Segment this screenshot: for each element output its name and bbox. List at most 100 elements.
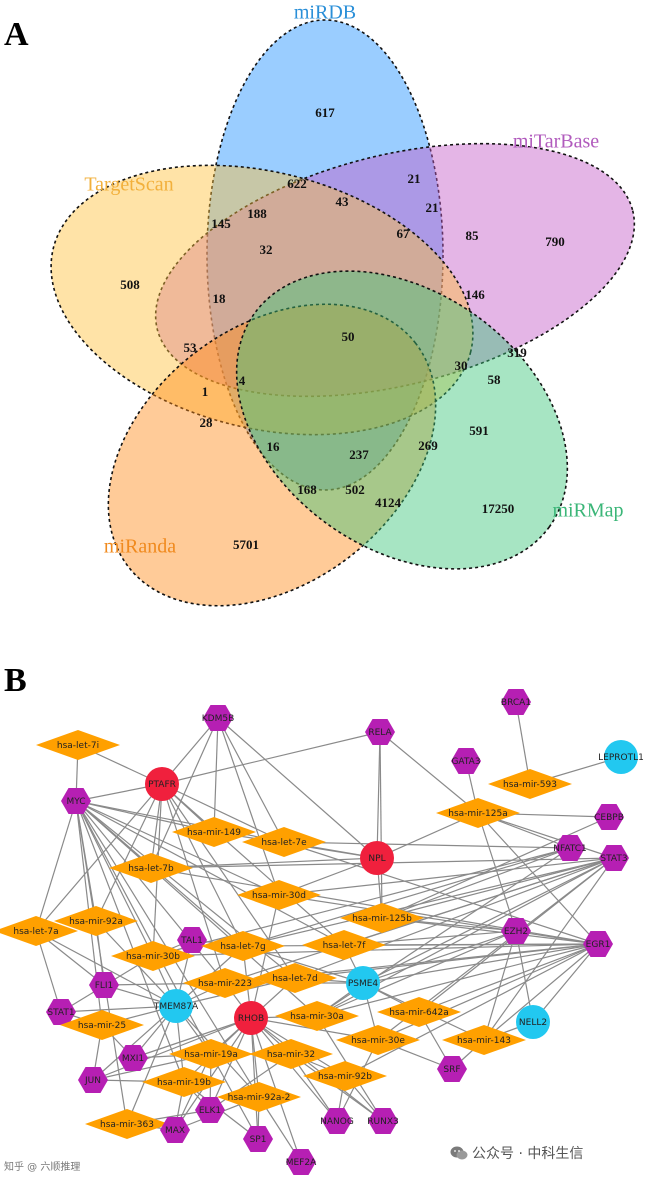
node-rhob[interactable]: RHOB [234,1001,268,1035]
node-shape [322,1108,352,1134]
node-label: hsa-let-7f [323,941,367,951]
node-stat1[interactable]: STAT1 [46,999,76,1025]
network-edge [75,800,345,946]
node-cebpb[interactable]: CEBPB [594,804,624,830]
venn-set-mirdb [206,19,444,491]
node-mir92a[interactable]: hsa-mir-92a [54,906,138,936]
network-edge [161,783,345,946]
node-mir92a2[interactable]: hsa-mir-92a-2 [217,1082,301,1112]
node-rela[interactable]: RELA [365,719,395,745]
network-edge [75,800,185,1083]
node-nfatc1[interactable]: NFATC1 [553,835,587,861]
node-let7i[interactable]: hsa-let-7i [36,730,120,760]
node-elk1[interactable]: ELK1 [195,1097,225,1123]
node-stat3[interactable]: STAT3 [599,845,629,871]
node-mir19a[interactable]: hsa-mir-19a [169,1039,253,1069]
node-let7d[interactable]: hsa-let-7d [253,963,337,993]
node-mir125b[interactable]: hsa-mir-125b [340,903,424,933]
node-let7a[interactable]: hsa-let-7a [0,916,78,946]
node-mir92b[interactable]: hsa-mir-92b [303,1061,387,1091]
node-shape [286,1149,316,1175]
node-ptafr[interactable]: PTAFR [145,767,179,801]
node-mir223[interactable]: hsa-mir-223 [183,968,267,998]
node-myc[interactable]: MYC [61,788,91,814]
node-fli1[interactable]: FLI1 [89,972,119,998]
node-psme4[interactable]: PSME4 [346,966,380,1000]
node-mir30d[interactable]: hsa-mir-30d [237,880,321,910]
node-mir30a[interactable]: hsa-mir-30a [275,1001,359,1031]
node-let7f[interactable]: hsa-let-7f [302,930,386,960]
node-mir19b[interactable]: hsa-mir-19b [142,1067,226,1097]
node-nanog[interactable]: NANOG [320,1108,354,1134]
node-mxi1[interactable]: MXI1 [118,1045,148,1071]
node-npl[interactable]: NPL [360,841,394,875]
node-let7g[interactable]: hsa-let-7g [201,931,285,961]
node-mir143[interactable]: hsa-mir-143 [442,1025,526,1055]
node-gata3[interactable]: GATA3 [451,748,481,774]
venn-count: 21 [408,171,421,186]
node-sp1[interactable]: SP1 [243,1126,273,1152]
node-shape [89,972,119,998]
node-let7b[interactable]: hsa-let-7b [109,853,193,883]
network-edge [217,717,285,843]
node-shape [365,719,395,745]
node-srf[interactable]: SRF [437,1056,467,1082]
venn-count: 21 [426,200,439,215]
network-edge [278,857,615,896]
node-let7e[interactable]: hsa-let-7e [242,827,326,857]
node-ezh2[interactable]: EZH2 [501,918,531,944]
node-label: STAT3 [600,854,627,864]
node-tal1[interactable]: TAL1 [177,927,207,953]
node-mir30e[interactable]: hsa-mir-30e [336,1025,420,1055]
node-label: hsa-mir-143 [457,1036,511,1046]
node-shape [302,930,386,960]
network-edge [75,800,285,843]
node-mir642a[interactable]: hsa-mir-642a [377,997,461,1027]
node-label: PTAFR [148,780,176,790]
node-label: KDM5B [202,714,235,724]
node-shape [169,1039,253,1069]
node-mir125a[interactable]: hsa-mir-125a [436,798,520,828]
node-runx3[interactable]: RUNX3 [367,1108,399,1134]
node-label: NPL [368,854,385,864]
node-mir593[interactable]: hsa-mir-593 [488,769,572,799]
node-shape [142,1067,226,1097]
network-edge [477,812,517,932]
node-shape [234,1001,268,1035]
network-edge [217,717,378,859]
venn-count: 85 [466,228,480,243]
node-leprotl1[interactable]: LEPROTL1 [598,740,644,774]
node-mir25[interactable]: hsa-mir-25 [60,1010,144,1040]
venn-label-mitarbase: miTarBase [513,131,599,153]
node-tmem87a[interactable]: TMEM87A [153,989,199,1023]
node-mir363[interactable]: hsa-mir-363 [85,1109,169,1139]
network-edge [242,857,615,947]
node-shape [303,1061,387,1091]
node-kdm5b[interactable]: KDM5B [202,705,235,731]
network-edge [92,1005,177,1081]
node-shape [501,918,531,944]
network-edge [150,717,219,869]
network-edge [379,731,383,919]
node-brca1[interactable]: BRCA1 [501,689,531,715]
venn-set-mirmap [235,270,569,570]
node-label: LEPROTL1 [598,753,644,763]
venn-count: 67 [397,226,411,241]
node-egr1[interactable]: EGR1 [583,931,613,957]
network-edge [381,917,599,945]
node-mef2a[interactable]: MEF2A [286,1149,317,1175]
node-nell2[interactable]: NELL2 [516,1005,550,1039]
node-mir149[interactable]: hsa-mir-149 [172,817,256,847]
node-max[interactable]: MAX [160,1117,190,1143]
network-edge [278,894,599,945]
node-shape [54,906,138,936]
node-mir32[interactable]: hsa-mir-32 [249,1039,333,1069]
venn-count: 53 [184,340,198,355]
node-mir30b[interactable]: hsa-mir-30b [111,941,195,971]
network-edge [362,857,615,984]
watermark-brand-text: 公众号 · 中科生信 [472,1146,584,1162]
node-jun[interactable]: JUN [78,1067,108,1093]
network-edge [250,1017,338,1122]
network-edge [316,943,599,1017]
network-edge [283,841,599,945]
